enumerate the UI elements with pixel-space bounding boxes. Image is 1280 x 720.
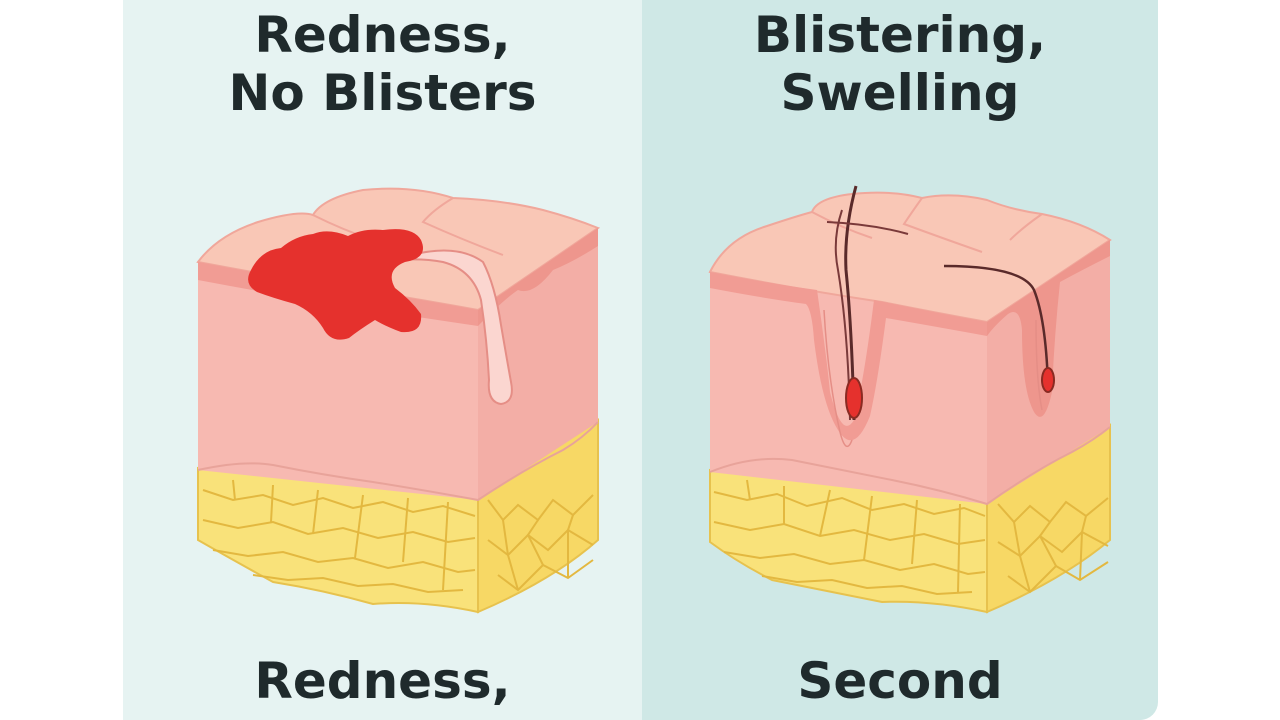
- hair-strand-left-2: [834, 209, 851, 421]
- hair-strand-cross: [826, 221, 909, 235]
- follicle-outline-right: [1035, 319, 1043, 411]
- fat-cells: [202, 479, 594, 594]
- skin-fold-lines: [811, 197, 1043, 253]
- hair-bulb-right: [1041, 367, 1055, 393]
- second-degree-skin-block: [708, 185, 1112, 614]
- dermis-fat-boundary: [197, 421, 599, 502]
- right-heading: Blistering, Swelling: [642, 6, 1158, 122]
- fat-layer-front: [709, 468, 988, 614]
- fat-cells: [713, 479, 1109, 596]
- burn-redness-spot: [248, 229, 423, 340]
- epidermis-edge-front: [710, 272, 987, 441]
- dermis-fat-boundary: [709, 426, 1111, 506]
- first-degree-panel: Redness, No Blisters: [123, 0, 642, 720]
- fat-layer-side: [477, 418, 599, 614]
- fat-layer-side: [986, 423, 1111, 614]
- hair-follicle: [394, 249, 513, 406]
- left-heading: Redness, No Blisters: [123, 6, 642, 122]
- first-degree-skin-block: [196, 187, 601, 614]
- second-degree-panel: Blistering, Swelling: [642, 0, 1158, 720]
- right-heading-line-2: Swelling: [780, 64, 1020, 122]
- hair-bulb-left: [845, 377, 863, 419]
- epidermis-edge-side: [987, 240, 1110, 417]
- left-footer-label: Redness,: [254, 652, 511, 710]
- left-heading-line-1: Redness,: [254, 6, 511, 64]
- right-footer-label: Second: [797, 652, 1003, 710]
- epidermis-edge-side: [478, 228, 598, 326]
- left-heading-line-2: No Blisters: [228, 64, 537, 122]
- follicle-outline-left: [823, 309, 853, 448]
- right-heading-line-1: Blistering,: [753, 6, 1047, 64]
- hair-strand-left: [844, 185, 858, 421]
- hair-strand-right: [943, 264, 1050, 387]
